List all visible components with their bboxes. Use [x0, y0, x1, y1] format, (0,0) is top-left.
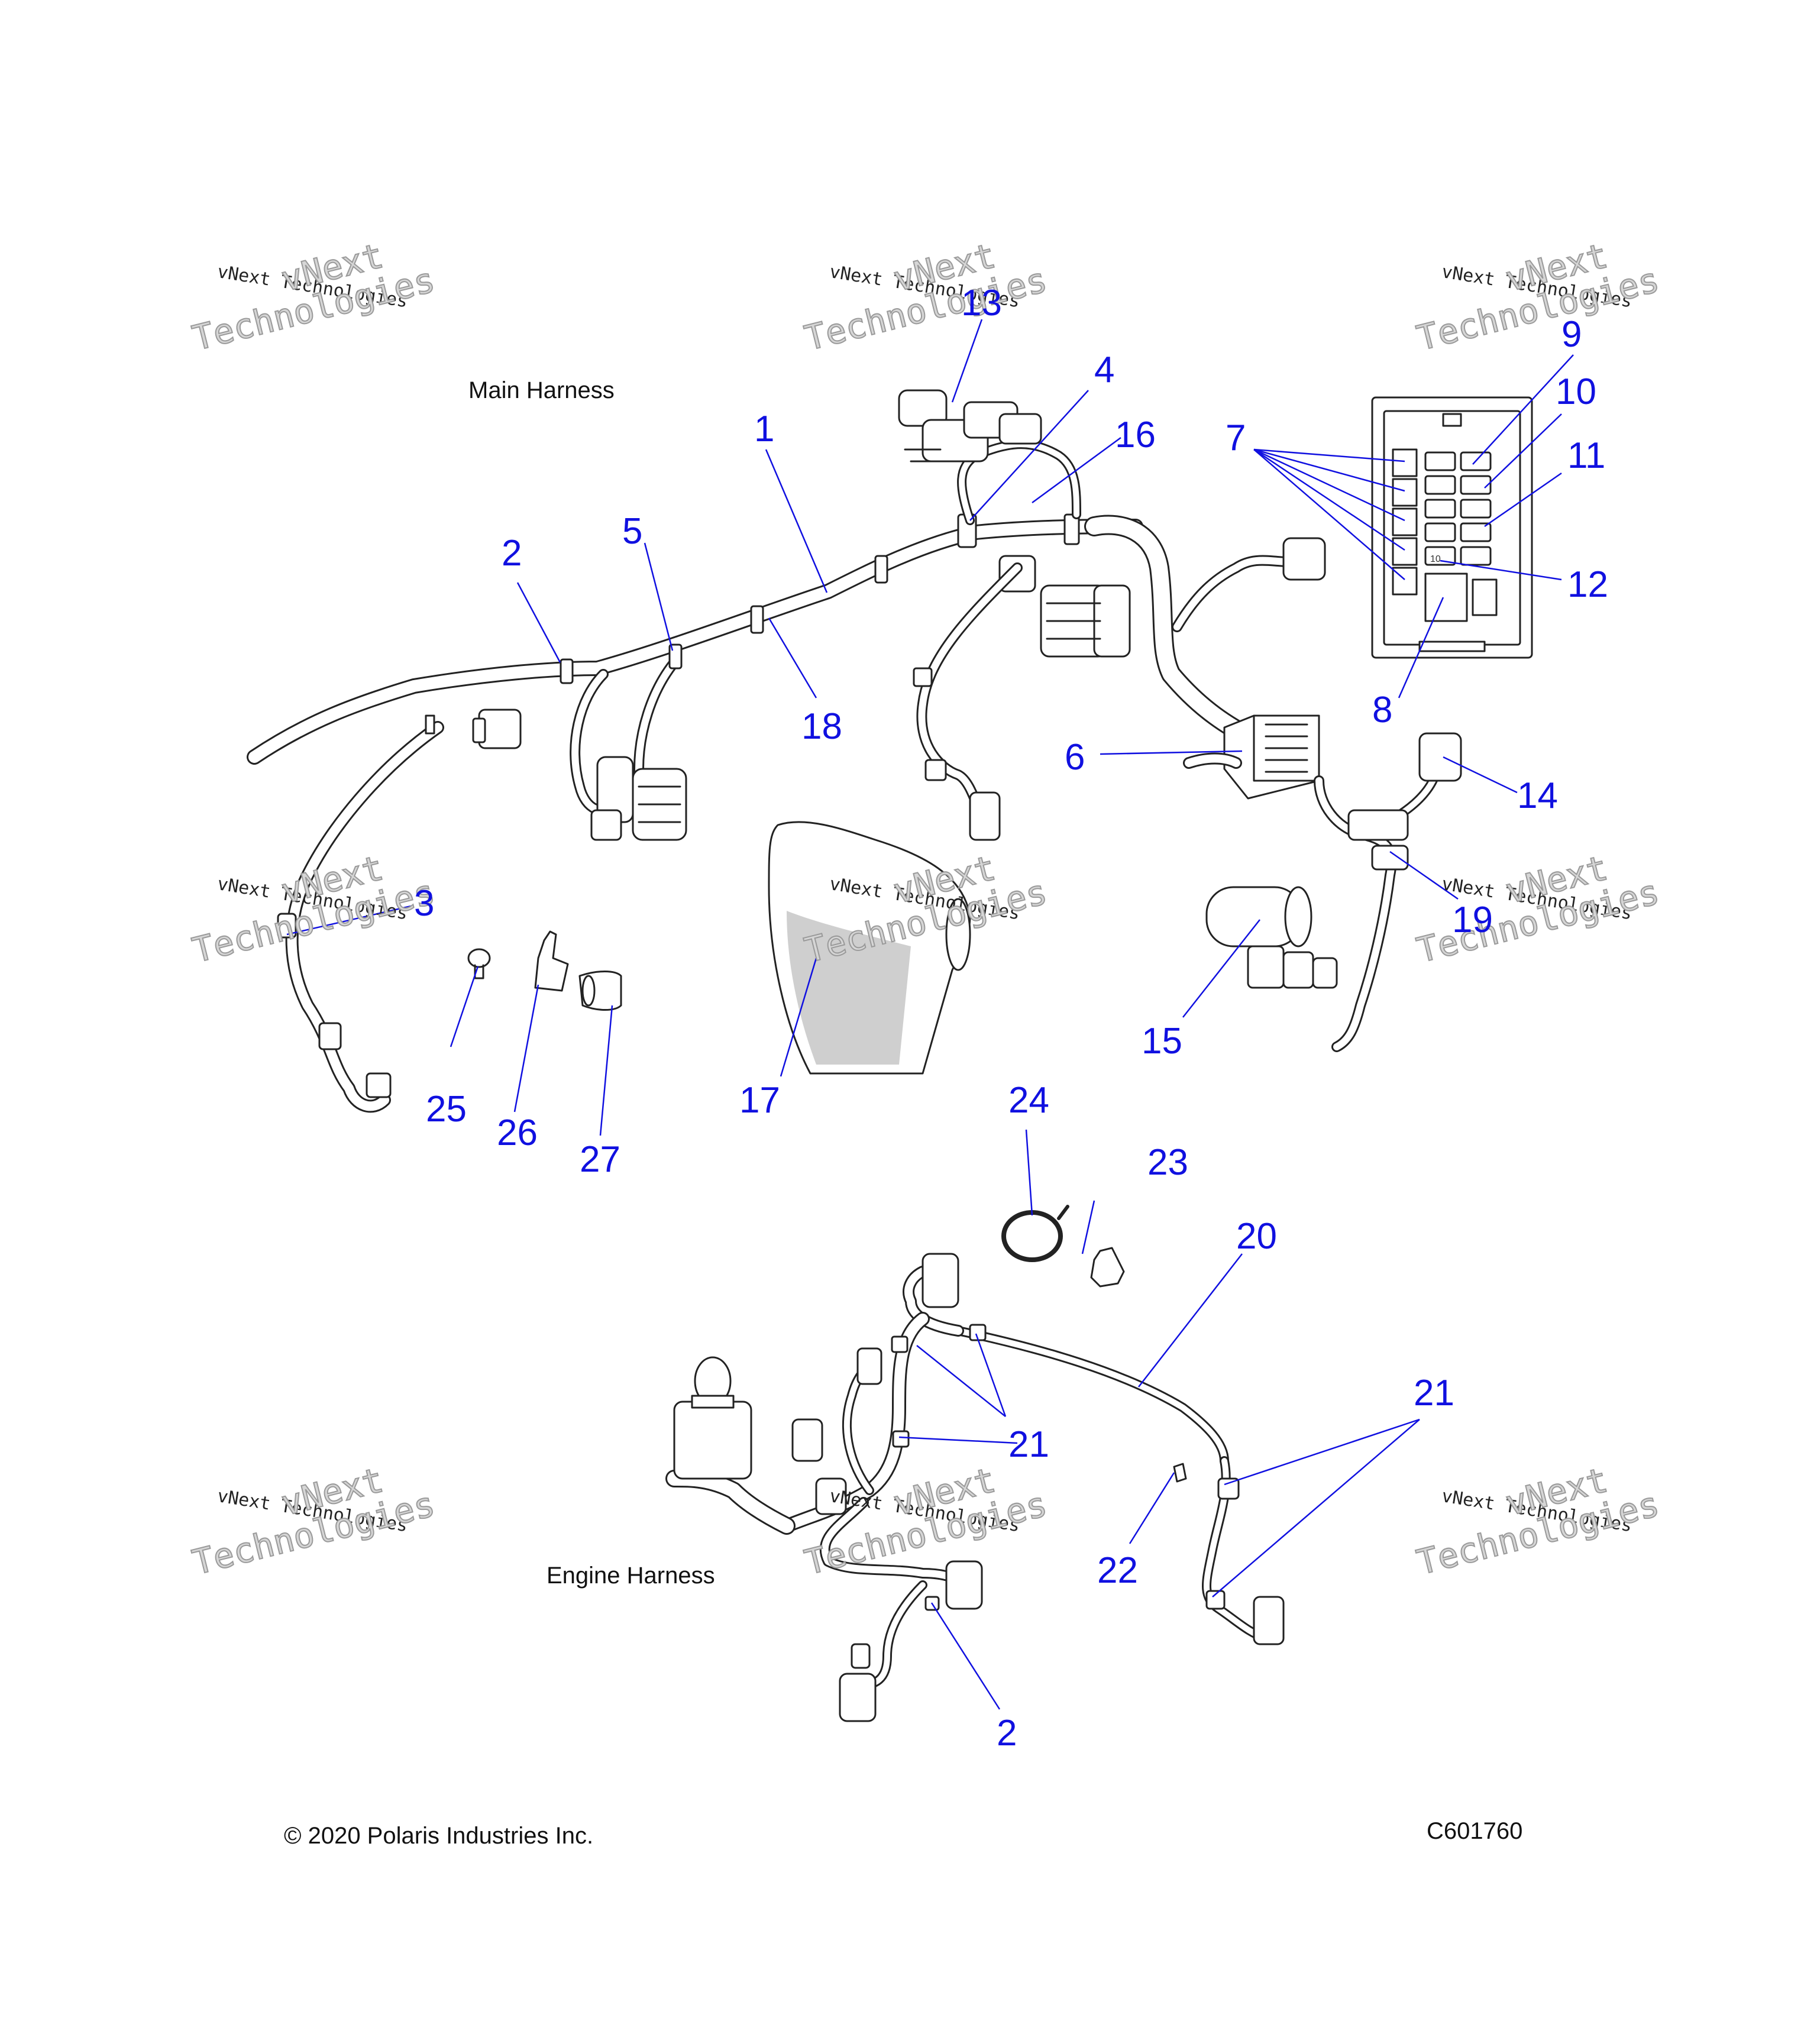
callout-21-upper: 21 [1414, 1373, 1454, 1414]
callout-18: 18 [801, 706, 842, 747]
main-harness-drawing [247, 389, 1462, 1113]
callout-19: 19 [1452, 900, 1493, 940]
callout-2: 2 [502, 533, 522, 574]
callout-14: 14 [1517, 775, 1558, 816]
callout-21-lower: 21 [1008, 1424, 1049, 1465]
callout-2-engine: 2 [997, 1713, 1017, 1754]
loose-parts [467, 821, 971, 1075]
callout-9: 9 [1561, 314, 1582, 355]
callout-5: 5 [622, 511, 643, 552]
callout-16: 16 [1115, 415, 1156, 455]
figure-code: C601760 [1427, 1818, 1523, 1844]
engine-harness-caption: Engine Harness [547, 1563, 715, 1589]
callout-7: 7 [1226, 418, 1246, 458]
callout-11: 11 [1567, 435, 1606, 476]
callout-13: 13 [961, 283, 1002, 324]
callout-4: 4 [1094, 350, 1115, 390]
callout-1: 1 [754, 409, 775, 449]
callout-12: 12 [1567, 564, 1608, 605]
engine-harness-drawing [665, 1205, 1285, 1722]
fuse-grid [1424, 451, 1492, 566]
callout-15: 15 [1142, 1021, 1182, 1062]
callout-8: 8 [1372, 690, 1393, 730]
callout-23: 23 [1147, 1142, 1188, 1183]
callout-17: 17 [739, 1080, 780, 1121]
callout-22: 22 [1097, 1550, 1138, 1591]
callout-6: 6 [1065, 737, 1085, 778]
callout-27: 27 [580, 1139, 620, 1180]
callout-26: 26 [497, 1112, 538, 1153]
main-harness-caption: Main Harness [468, 377, 615, 403]
callout-10: 10 [1556, 371, 1596, 412]
fuse-box-detail [1371, 396, 1533, 659]
callout-20: 20 [1236, 1216, 1277, 1257]
fuse-slot-label: 10 [1430, 554, 1441, 564]
leader-lines [286, 319, 1574, 1710]
callout-24: 24 [1008, 1080, 1049, 1121]
callout-3: 3 [414, 883, 435, 924]
callout-25: 25 [426, 1089, 467, 1130]
copyright-text: © 2020 Polaris Industries Inc. [284, 1823, 594, 1849]
